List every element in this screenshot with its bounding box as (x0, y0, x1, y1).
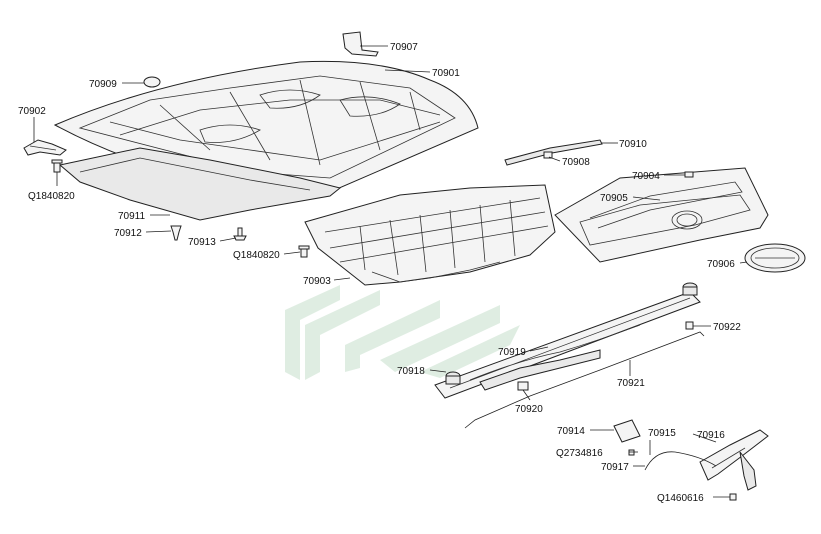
callout-q1840820-left: Q1840820 (28, 191, 75, 202)
callout-70918: 70918 (397, 366, 425, 377)
release-handle-bracket[interactable] (613, 419, 641, 443)
callout-70921: 70921 (617, 378, 645, 389)
callout-70905: 70905 (600, 193, 628, 204)
hood-latch[interactable] (517, 381, 529, 391)
callout-q1840820-right: Q1840820 (233, 250, 280, 261)
clip-70913[interactable] (233, 227, 247, 241)
support-rubber-right[interactable] (682, 282, 698, 296)
callout-70901: 70901 (432, 68, 460, 79)
callout-70915: 70915 (648, 428, 676, 439)
front-grille[interactable] (554, 167, 769, 263)
callout-70903: 70903 (303, 276, 331, 287)
callout-70910: 70910 (619, 139, 647, 150)
callout-labels: 70907 70901 70909 70902 Q1840820 70910 7… (18, 42, 741, 504)
grille-emblem[interactable] (744, 243, 806, 273)
clip-70904[interactable] (684, 171, 694, 178)
callout-70914: 70914 (557, 426, 585, 437)
callout-70920: 70920 (515, 404, 543, 415)
callout-70912: 70912 (114, 228, 142, 239)
bolt-q1840820-left[interactable] (51, 159, 63, 173)
callout-70906: 70906 (707, 259, 735, 270)
callout-70908: 70908 (562, 157, 590, 168)
callout-70904: 70904 (632, 171, 660, 182)
radiator-grille-panel[interactable] (304, 184, 556, 286)
support-rubber-left[interactable] (445, 371, 461, 385)
screw-q1460616[interactable] (729, 493, 737, 501)
callout-70907: 70907 (390, 42, 418, 53)
bolt-q1840820-right[interactable] (298, 245, 310, 258)
callout-70902: 70902 (18, 106, 46, 117)
cable-clip-70922[interactable] (685, 321, 694, 330)
hood-hinge-left[interactable] (23, 139, 67, 156)
callout-70909: 70909 (89, 79, 117, 90)
clip-70912[interactable] (170, 225, 182, 241)
hood-insulator[interactable] (58, 147, 342, 221)
callout-70911: 70911 (118, 211, 146, 222)
callout-70916: 70916 (697, 430, 725, 441)
screw-q2734816[interactable] (628, 449, 635, 456)
leader-lines (33, 45, 748, 498)
callout-70922: 70922 (713, 322, 741, 333)
callout-q1460616: Q1460616 (657, 493, 704, 504)
callout-70917: 70917 (601, 462, 629, 473)
callout-70919: 70919 (498, 347, 526, 358)
hood-weatherstrip[interactable] (504, 139, 603, 166)
release-cable-70915[interactable] (644, 451, 717, 471)
callout-q2734816: Q2734816 (556, 448, 603, 459)
weatherstrip-clip[interactable] (543, 151, 553, 159)
watermark-logo (285, 285, 520, 380)
callout-70913: 70913 (188, 237, 216, 248)
hood-release-cable[interactable] (464, 331, 705, 429)
hood-lock-support[interactable] (434, 291, 701, 399)
hood-hinge-right[interactable] (342, 31, 379, 57)
release-handle[interactable] (699, 429, 769, 491)
hood-bumper[interactable] (143, 76, 161, 88)
